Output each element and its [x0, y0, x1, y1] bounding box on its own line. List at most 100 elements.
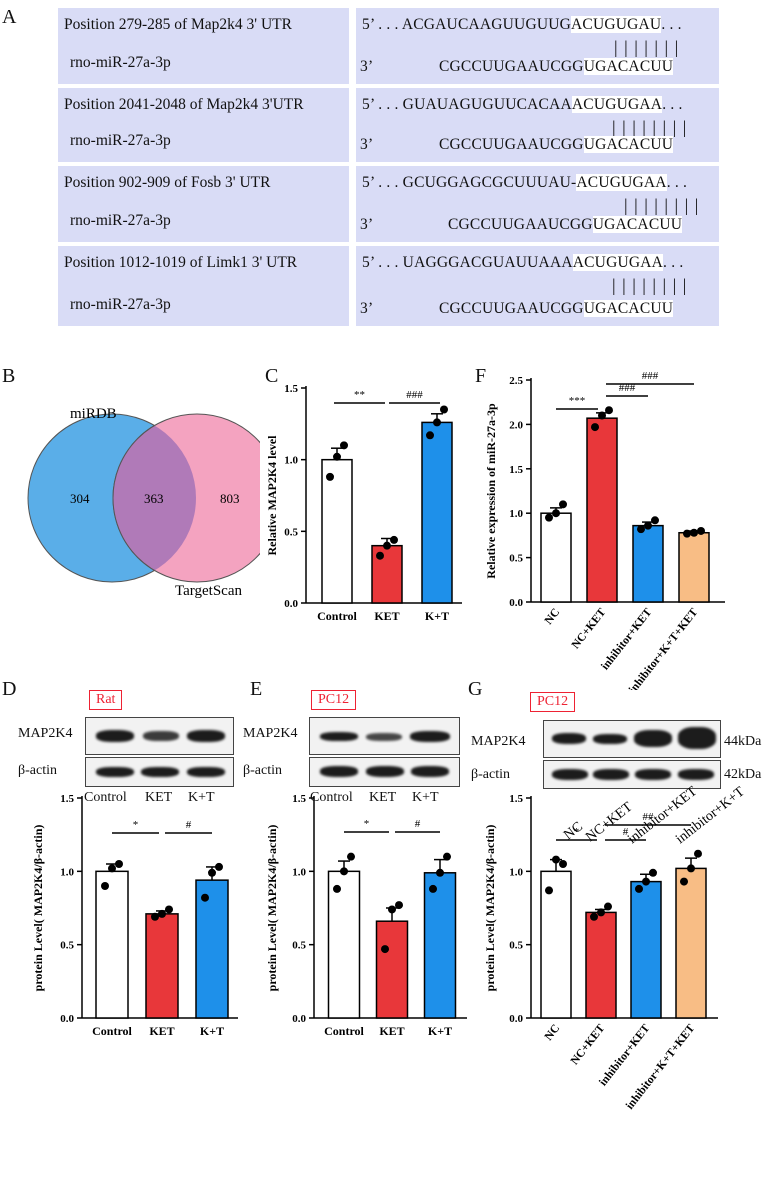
y-axis-label: protein Level( MAP2K4/β-actin): [483, 825, 497, 992]
y-tick-label: 0.5: [292, 940, 306, 952]
x-tick-label: NC+KET: [569, 1022, 608, 1067]
blot-g-row-label: MAP2K4: [471, 734, 526, 749]
data-point: [436, 868, 444, 877]
significance-label: #: [186, 819, 192, 831]
alignment-label-box: Position 2041-2048 of Map2k4 3'UTR rno-m…: [58, 88, 349, 162]
data-point: [697, 526, 705, 535]
y-tick-label: 1.5: [292, 793, 306, 805]
blot-d-row-label: MAP2K4: [18, 726, 73, 741]
bar: [95, 870, 129, 1019]
blot-e-map2k4: [309, 717, 460, 755]
data-point: [644, 521, 652, 530]
blot-g-map2k4: [543, 720, 721, 758]
data-point: [390, 535, 398, 544]
pairing-bars: | | | | | | | |: [624, 195, 700, 215]
significance-label: #: [415, 818, 421, 830]
data-point: [649, 868, 657, 877]
y-tick-label: 0.0: [509, 597, 523, 609]
data-point: [208, 868, 216, 877]
significance-label: *: [133, 819, 139, 831]
y-tick-label: 0.5: [509, 553, 523, 565]
blot-e-actin: [309, 757, 460, 787]
significance-label: ###: [642, 370, 659, 382]
alignment-position: Position 1012-1019 of Limk1 3' UTR: [64, 254, 298, 271]
bar: [540, 870, 572, 1019]
data-point: [683, 529, 691, 538]
data-point: [637, 525, 645, 534]
alignment-position: Position 902-909 of Fosb 3' UTR: [64, 174, 271, 191]
y-tick-label: 0.0: [509, 1013, 523, 1025]
y-axis-label: Relative expression of miR-27a-3p: [484, 403, 498, 579]
venn-left-count: 304: [70, 491, 90, 506]
data-point: [151, 912, 159, 921]
bar: [675, 867, 707, 1019]
x-tick-label: NC: [543, 1022, 563, 1042]
data-point: [559, 860, 567, 868]
utr-sequence: 5’ . . . GUAUAGUGUUCACAAACUGUGAA. . .: [362, 96, 683, 113]
panel-label-b: B: [2, 365, 16, 387]
panel-label-g: G: [468, 678, 483, 700]
blot-d-tag: Rat: [89, 690, 123, 710]
blot-e-row-label: β-actin: [243, 763, 282, 778]
significance-label: **: [354, 389, 365, 401]
venn-left-label: miRDB: [70, 406, 117, 422]
alignment-position: Position 279-285 of Map2k4 3' UTR: [64, 16, 292, 33]
data-point: [591, 423, 599, 432]
pairing-bars: | | | | | | | |: [612, 275, 688, 295]
significance-label: #: [623, 826, 629, 838]
data-point: [552, 855, 560, 864]
alignment-label-box: Position 279-285 of Map2k4 3' UTR rno-mi…: [58, 8, 349, 84]
x-tick-label: NC: [543, 606, 563, 626]
data-point: [687, 864, 695, 873]
x-tick-label: Control: [317, 609, 357, 623]
venn-overlap-count: 363: [144, 491, 164, 506]
data-point: [545, 886, 553, 895]
x-tick-label: KET: [379, 1024, 404, 1038]
mirna-sequence: CGCCUUGAAUCGGUGACACUU: [439, 300, 674, 317]
alignment-label-box: Position 1012-1019 of Limk1 3' UTR rno-m…: [58, 246, 349, 326]
alignment-sequence-box: 5’ . . . UAGGGACGUAUUAAAACUGUGAA. . . | …: [356, 246, 719, 326]
data-point: [201, 893, 209, 902]
blot-e-lane: K+T: [412, 790, 439, 805]
pairing-bars: | | | | | | |: [614, 37, 680, 57]
blot-e-tag: PC12: [311, 690, 357, 710]
blot-g-size: 42kDa: [724, 767, 762, 782]
blot-e-row-label: MAP2K4: [243, 726, 298, 741]
data-point: [115, 860, 123, 868]
y-tick-label: 1.5: [60, 793, 74, 805]
bar: [421, 421, 453, 604]
bar: [145, 913, 179, 1019]
alignment-mirna: rno-miR-27a-3p: [70, 296, 171, 313]
utr-sequence: 5’ . . . ACGAUCAAGUUGUUGACUGUGAU. . .: [362, 16, 682, 33]
data-point: [333, 452, 341, 461]
data-point: [605, 406, 613, 415]
panel-label-f: F: [475, 365, 487, 387]
data-point: [383, 541, 391, 550]
x-tick-label: NC+KET: [570, 606, 609, 651]
data-point: [598, 411, 606, 420]
venn-overlap: [112, 414, 196, 582]
y-tick-label: 0.0: [292, 1013, 306, 1025]
alignment-sequence-box: 5’ . . . ACGAUCAAGUUGUUGACUGUGAU. . . | …: [356, 8, 719, 84]
data-point: [545, 513, 553, 522]
significance-label: ***: [569, 395, 586, 407]
significance-label: ###: [619, 382, 636, 394]
x-tick-label: K+T: [425, 609, 449, 623]
data-point: [326, 472, 334, 481]
significance-label: ###: [406, 389, 423, 401]
panel-label-e: E: [250, 678, 263, 700]
blot-d-lane: KET: [145, 790, 173, 805]
bar: [327, 870, 361, 1019]
blot-g-tag: PC12: [530, 692, 576, 712]
y-tick-label: 1.0: [509, 508, 523, 520]
panel-label-c: C: [265, 365, 279, 387]
data-point: [340, 441, 348, 450]
data-point: [376, 551, 384, 560]
data-point: [690, 528, 698, 537]
data-point: [429, 884, 437, 893]
y-tick-label: 1.0: [284, 455, 298, 467]
mirna-5p-label: 3’: [360, 136, 374, 153]
venn-right-count: 803: [220, 491, 240, 506]
